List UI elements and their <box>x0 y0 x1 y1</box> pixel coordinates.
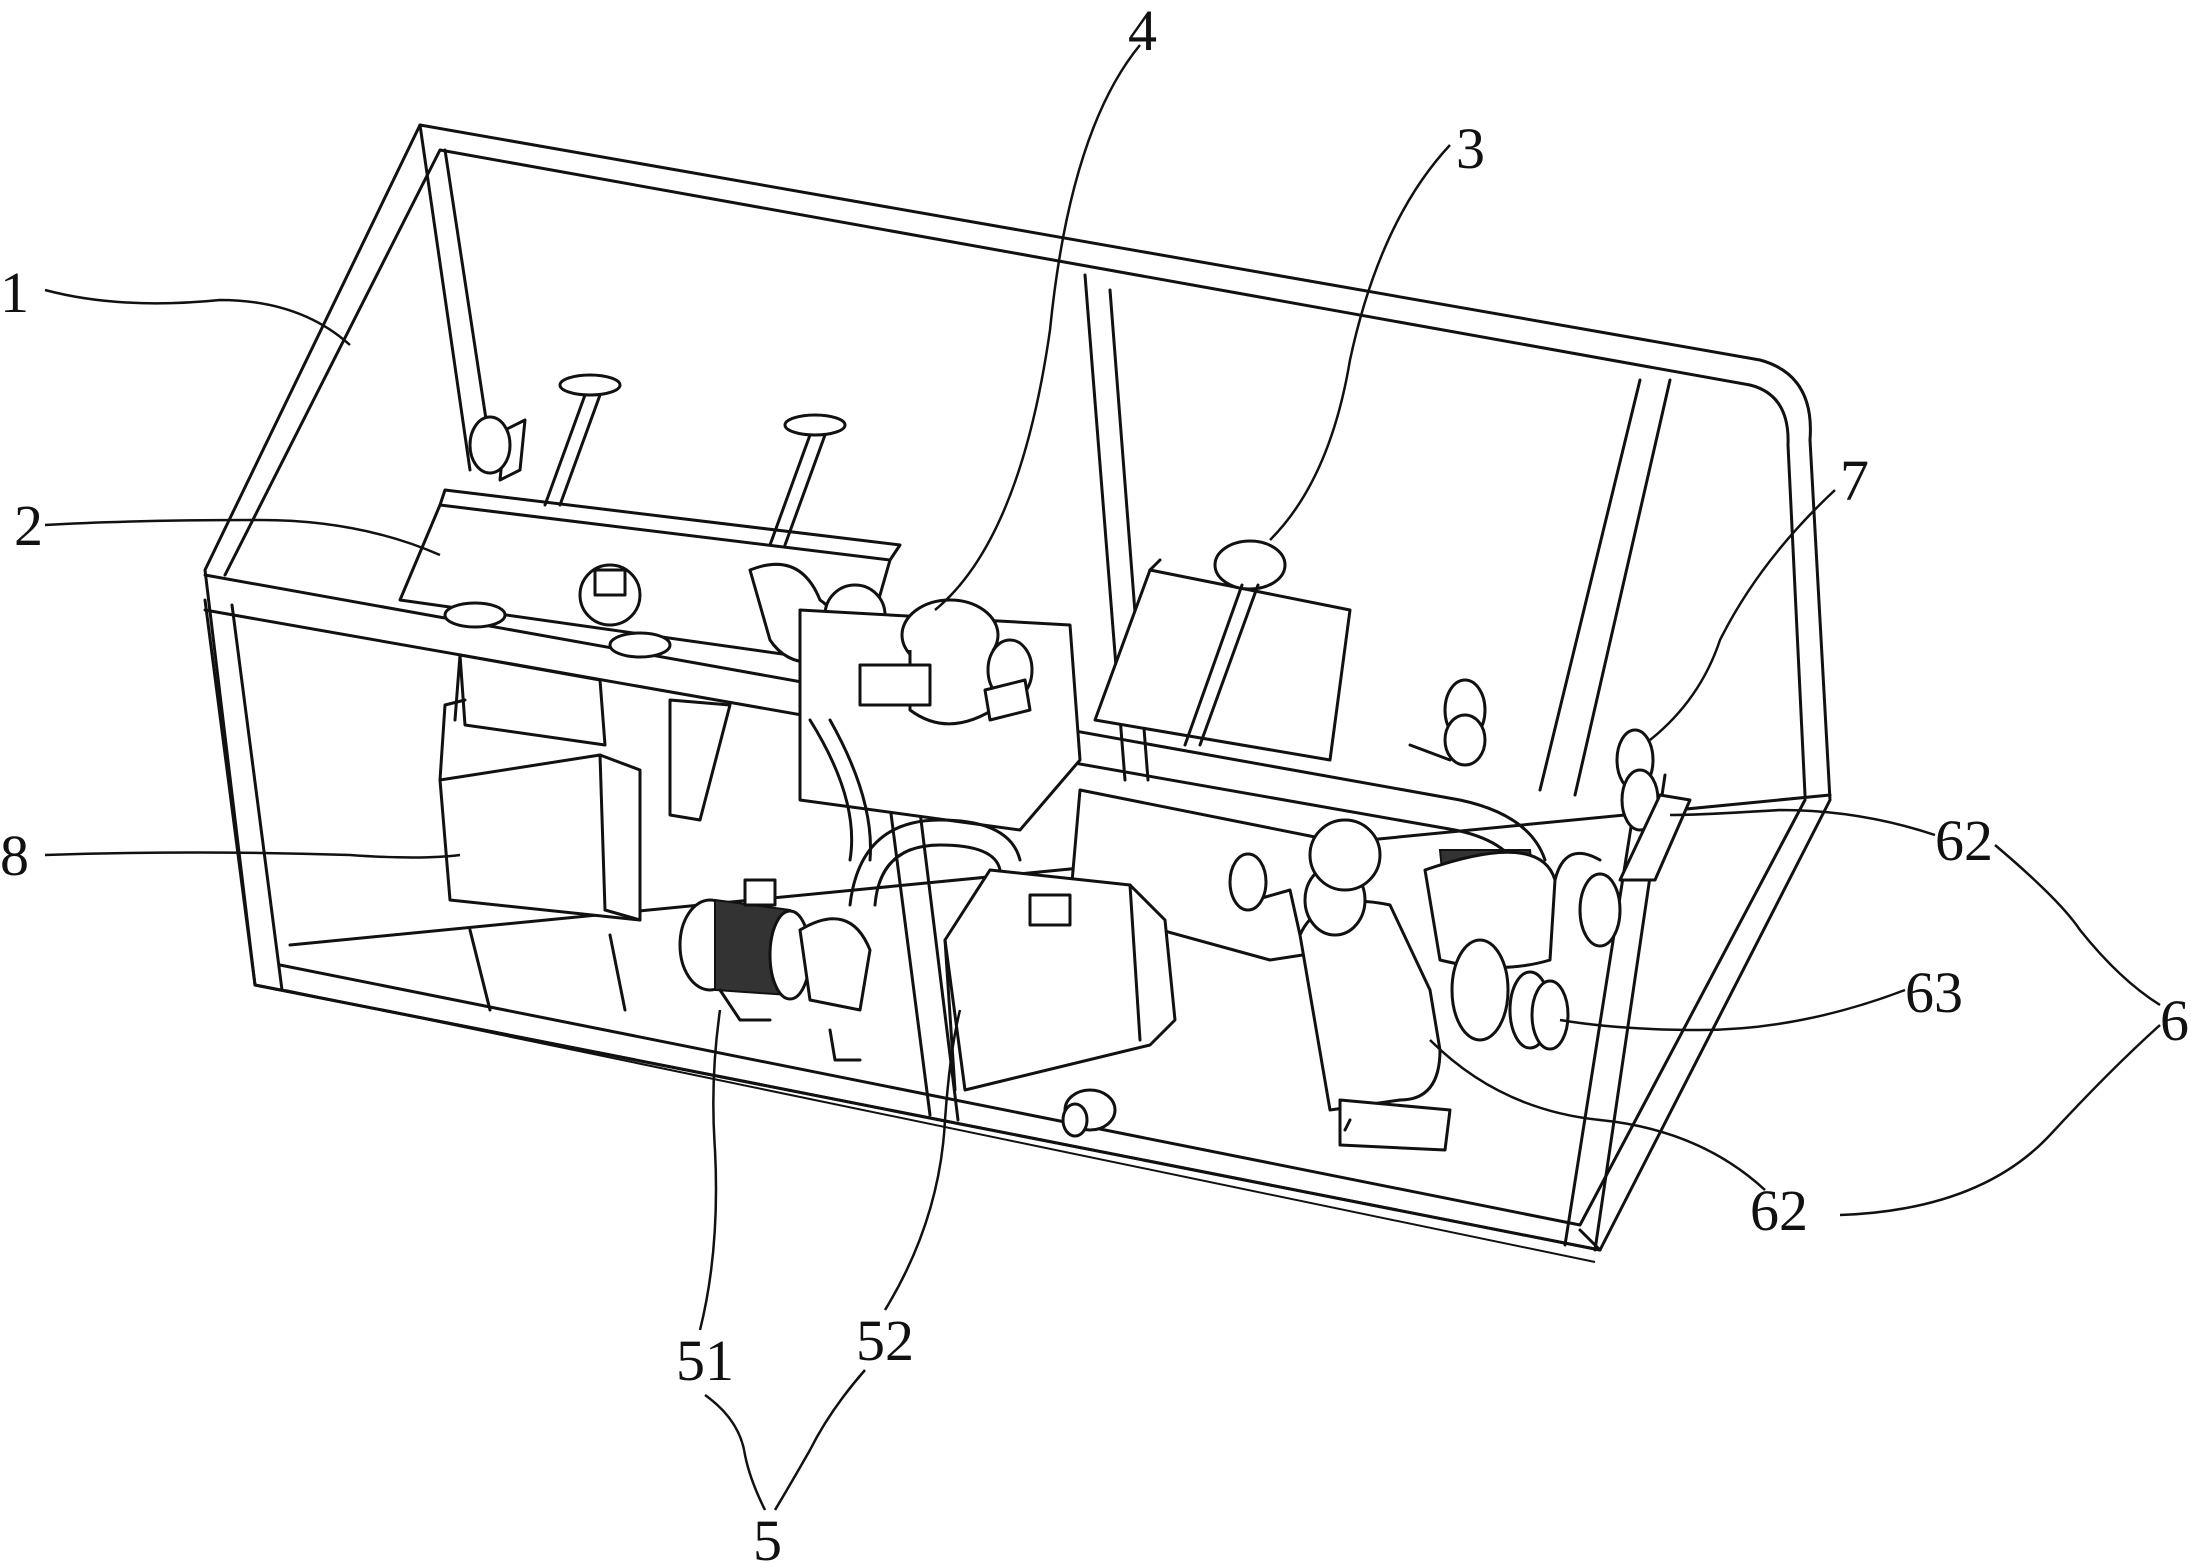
leader-3 <box>1269 144 1451 541</box>
pump-assembly-6 <box>1228 818 1622 1152</box>
motor-62 <box>1423 849 1622 969</box>
tank-2 <box>398 373 902 667</box>
label-6: 6 <box>2160 988 2189 1053</box>
box-52 <box>943 868 1177 1138</box>
label-1: 1 <box>0 260 29 325</box>
leader-6-lower <box>1839 1024 2161 1217</box>
component-7 <box>1408 678 1692 882</box>
leader-63 <box>1559 988 1906 1032</box>
frame <box>203 123 1832 1263</box>
leader-7 <box>1649 489 1836 741</box>
leader-2 <box>44 518 441 557</box>
label-51: 51 <box>676 1328 734 1393</box>
label-52: 52 <box>856 1308 914 1373</box>
motor-51 <box>678 878 872 1062</box>
leader-5-right <box>773 1369 866 1511</box>
label-3: 3 <box>1456 116 1485 181</box>
label-4: 4 <box>1128 0 1157 63</box>
component-4 <box>858 598 1034 726</box>
label-2: 2 <box>14 493 43 558</box>
coupling-63 <box>1450 938 1570 1051</box>
pump-body-62 <box>1228 818 1452 1152</box>
leader-52 <box>883 1009 962 1311</box>
leader-lines <box>44 44 2161 1511</box>
leader-62b <box>1429 1039 1766 1191</box>
tank-3 <box>1068 539 1352 962</box>
leader-62a <box>1669 808 1936 837</box>
leader-1 <box>44 288 351 346</box>
label-5: 5 <box>753 1508 782 1563</box>
pump-unit-5 <box>678 718 1177 1138</box>
pipe-bend <box>808 718 1022 907</box>
label-7: 7 <box>1840 448 1869 513</box>
leader-5-left <box>704 1393 767 1511</box>
label-63: 63 <box>1905 960 1963 1025</box>
cabinet-8 <box>438 698 642 1012</box>
label-62-upper: 62 <box>1935 808 1993 873</box>
label-8: 8 <box>0 823 29 888</box>
leader-8 <box>44 851 461 859</box>
leader-4 <box>934 44 1141 611</box>
leader-6-upper <box>1994 844 2161 1007</box>
label-62-lower: 62 <box>1750 1178 1808 1243</box>
leader-51 <box>698 1009 722 1331</box>
